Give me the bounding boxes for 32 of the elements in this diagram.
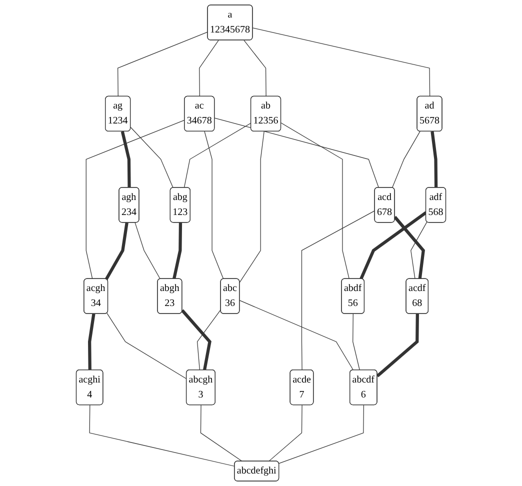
connector — [181, 309, 212, 370]
connector — [280, 122, 350, 280]
connector — [88, 314, 96, 370]
connector — [360, 211, 427, 280]
connector — [134, 222, 161, 280]
connector — [268, 404, 302, 462]
connector — [352, 314, 360, 370]
connector — [239, 300, 354, 370]
connector — [392, 131, 420, 188]
connector — [376, 314, 419, 378]
connector — [89, 404, 236, 467]
connector — [239, 131, 264, 283]
connector — [184, 122, 252, 188]
connector — [430, 131, 438, 188]
connector — [86, 120, 185, 280]
connector — [118, 32, 208, 97]
connector — [196, 309, 222, 370]
connector — [106, 312, 187, 380]
connector — [244, 40, 266, 97]
connector — [204, 131, 224, 280]
connector — [252, 28, 430, 97]
connector — [199, 40, 219, 97]
connector — [130, 126, 174, 188]
connector — [104, 222, 128, 280]
connector — [394, 216, 425, 280]
connector — [172, 222, 182, 280]
connector — [120, 131, 131, 188]
connector — [410, 221, 428, 280]
connector — [278, 404, 364, 464]
connector — [214, 118, 380, 188]
connector — [301, 210, 376, 370]
connector — [200, 404, 243, 462]
